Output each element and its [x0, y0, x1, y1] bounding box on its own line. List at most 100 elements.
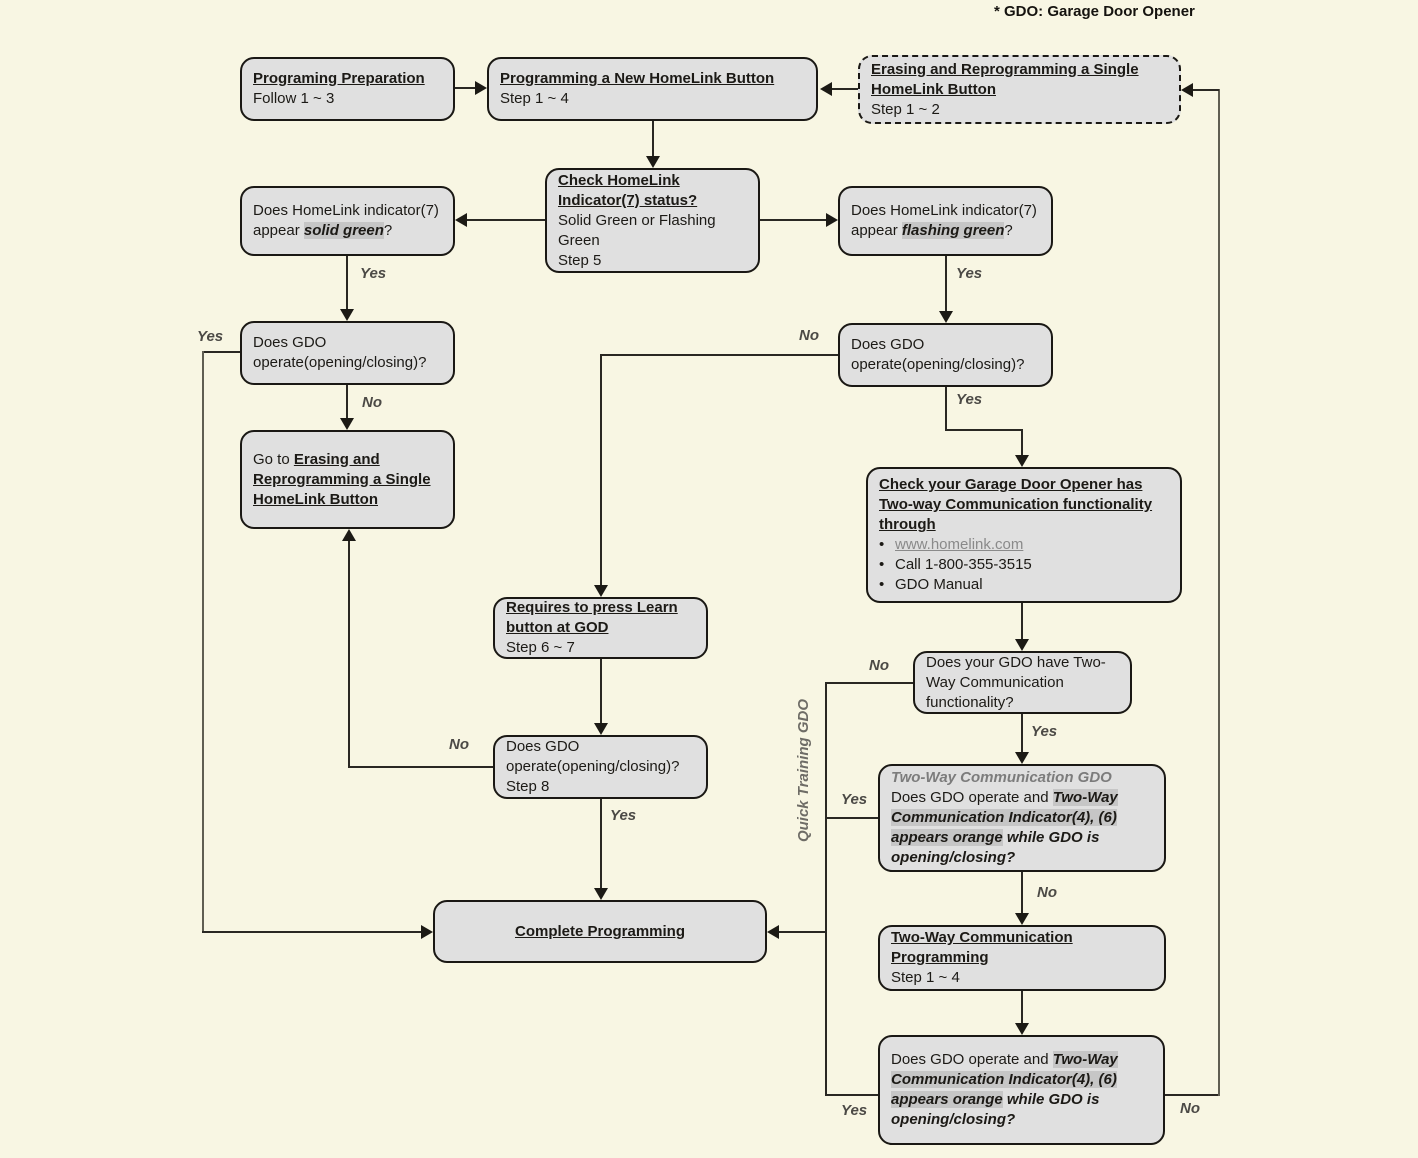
node-programming-new-homelink-button: Programming a New HomeLink Button Step 1…: [487, 57, 818, 121]
node-text: Does GDO operate and: [891, 1051, 1053, 1068]
node-title: Check your Garage Door Opener has Two-wa…: [879, 476, 1153, 533]
arrowhead: [340, 309, 354, 321]
arrowhead: [1015, 1023, 1029, 1035]
connector-line: [945, 256, 947, 315]
connector-line: [1021, 603, 1023, 643]
node-text: Does your GDO have Two-Way Communication…: [926, 653, 1106, 711]
node-twoway-communication-programming: Two-Way Communication Programming Step 1…: [878, 925, 1166, 991]
node-subtitle: Step 6 ~ 7: [506, 639, 575, 656]
connector-line: [346, 385, 348, 422]
node-subtitle: Step 1 ~ 4: [500, 90, 569, 107]
connector-line: [1021, 429, 1023, 459]
node-text: ?: [1004, 222, 1013, 239]
node-programing-preparation: Programing Preparation Follow 1 ~ 3: [240, 57, 455, 121]
node-subtitle: Step 1 ~ 4: [891, 969, 960, 986]
node-title: Erasing and Reprogramming a Single HomeL…: [871, 60, 1139, 98]
node-title: Requires to press Learn button at GOD: [506, 599, 678, 636]
label-no: No: [869, 657, 889, 674]
connector-line: [760, 219, 830, 221]
node-title: Two-Way Communication Programming: [891, 929, 1073, 966]
arrowhead: [594, 723, 608, 735]
node-text: Does GDO operate(opening/closing)?: [506, 738, 680, 775]
homelink-url-link[interactable]: www.homelink.com: [895, 536, 1024, 553]
highlighted-text: flashing green: [901, 222, 1005, 239]
arrowhead: [820, 82, 832, 96]
connector-line: [1021, 872, 1023, 917]
label-yes: Yes: [197, 328, 224, 345]
label-yes: Yes: [956, 265, 983, 282]
gdo-legend-note: * GDO: Garage Door Opener: [994, 3, 1195, 20]
node-text: Does GDO operate(opening/closing)?: [253, 334, 427, 371]
label-no: No: [449, 736, 469, 753]
node-text: Does HomeLink indicator(7) appear: [253, 202, 439, 239]
connector-line: [825, 682, 913, 684]
connector-line: [346, 256, 348, 313]
label-no: No: [1037, 884, 1057, 901]
arrowhead: [1015, 639, 1029, 651]
node-final-twoway-indicator-question: Does GDO operate and Two-Way Communicati…: [878, 1035, 1165, 1145]
arrowhead: [342, 529, 356, 541]
label-no: No: [799, 327, 819, 344]
node-gdo-operate-right-question: Does GDO operate(opening/closing)?: [838, 323, 1053, 387]
label-no: No: [362, 394, 382, 411]
label-no: No: [1180, 1100, 1200, 1117]
node-header: Two-Way Communication GDO: [891, 769, 1112, 786]
node-text: Does GDO operate(opening/closing)?: [851, 336, 1025, 373]
arrowhead: [1181, 83, 1193, 97]
node-has-twoway-communication-question: Does your GDO have Two-Way Communication…: [913, 651, 1132, 714]
connector-line: [1165, 1094, 1219, 1096]
node-text: Go to: [253, 450, 294, 468]
node-indicator-solid-green-question: Does HomeLink indicator(7) appear solid …: [240, 186, 455, 256]
node-text: Does GDO operate and: [891, 789, 1053, 806]
label-yes: Yes: [360, 265, 387, 282]
label-yes: Yes: [841, 1102, 868, 1119]
connector-line: [825, 682, 827, 1096]
arrowhead: [767, 925, 779, 939]
label-yes: Yes: [841, 791, 868, 808]
connector-line: [348, 766, 493, 768]
connector-line: [1193, 89, 1219, 91]
connector-line: [1021, 714, 1023, 756]
node-text: Solid Green or Flashing Green: [558, 211, 716, 249]
node-title: Programing Preparation: [253, 70, 425, 87]
node-text: Does HomeLink indicator(7) appear: [851, 202, 1037, 239]
arrowhead: [594, 888, 608, 900]
connector-line: [600, 799, 602, 892]
node-check-homelink-indicator-status: Check HomeLink Indicator(7) status? Soli…: [545, 168, 760, 273]
arrowhead: [340, 418, 354, 430]
node-complete-programming: Complete Programming: [433, 900, 767, 963]
erase-reprogram-reference: Erasing and Reprogramming a Single HomeL…: [253, 450, 431, 508]
arrowhead: [475, 81, 487, 95]
arrowhead: [1015, 455, 1029, 467]
bullet-text: Call 1-800-355-3515: [895, 556, 1032, 573]
node-check-garage-door-opener-twoway: Check your Garage Door Opener has Two-wa…: [866, 467, 1182, 603]
connector-line: [1218, 89, 1220, 1096]
connector-line: [463, 219, 545, 221]
node-text: ?: [383, 222, 393, 239]
connector-line: [600, 354, 602, 588]
node-subtitle: Step 5: [558, 251, 602, 269]
bullet-text: GDO Manual: [895, 576, 983, 593]
connector-line: [825, 1094, 878, 1096]
connector-line: [825, 817, 878, 819]
arrowhead: [594, 585, 608, 597]
connector-line: [652, 121, 654, 161]
node-title: Complete Programming: [514, 922, 686, 940]
node-gdo-operate-left-question: Does GDO operate(opening/closing)?: [240, 321, 455, 385]
node-text: while GDO is opening/closing?: [891, 1091, 1100, 1128]
node-requires-press-learn-button: Requires to press Learn button at GOD St…: [493, 597, 708, 659]
connector-line: [1021, 991, 1023, 1027]
node-subtitle: Step 1 ~ 2: [871, 100, 940, 118]
bullet-icon: •: [879, 576, 885, 593]
arrowhead: [1015, 752, 1029, 764]
node-goto-erasing-reprogramming: Go to Erasing and Reprogramming a Single…: [240, 430, 455, 529]
connector-line: [202, 931, 425, 933]
highlighted-text: solid green: [303, 222, 384, 239]
arrowhead: [939, 311, 953, 323]
label-quick-training-gdo: Quick Training GDO: [795, 698, 812, 843]
connector-line: [945, 387, 947, 431]
label-yes: Yes: [956, 391, 983, 408]
connector-line: [600, 659, 602, 729]
arrowhead: [1015, 913, 1029, 925]
